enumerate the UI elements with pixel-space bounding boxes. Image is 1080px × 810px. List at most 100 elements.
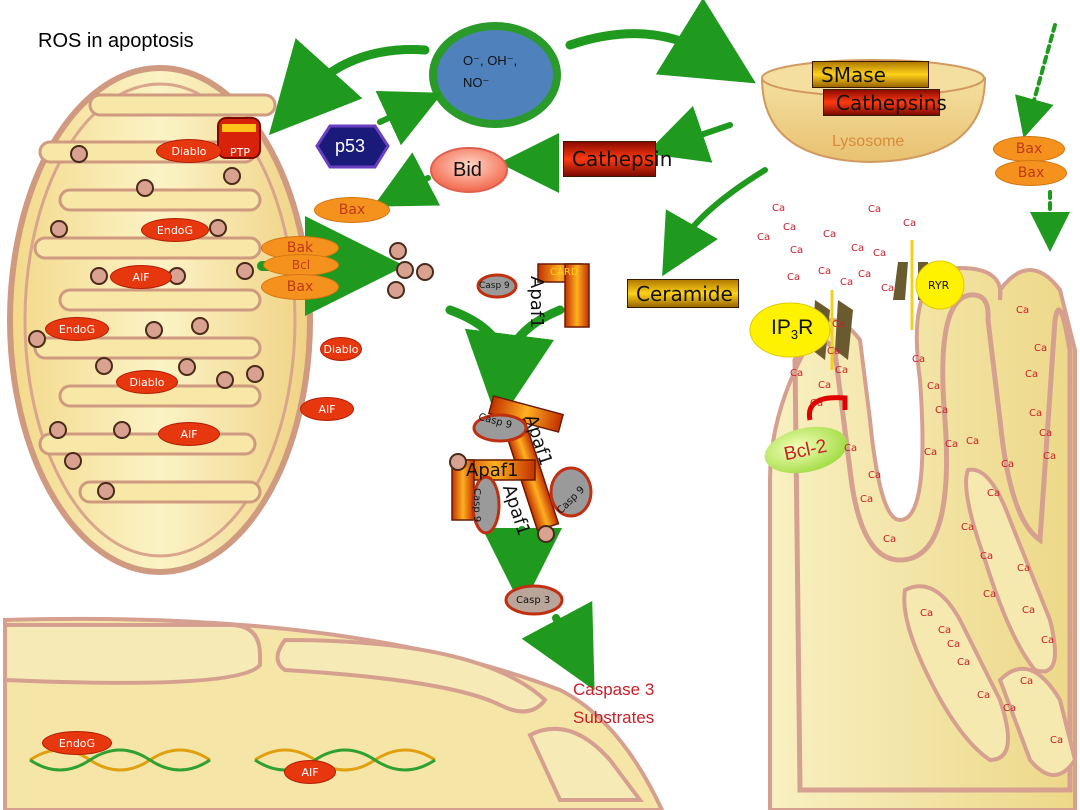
ca-ion-label: Ca: [844, 443, 858, 454]
ca-ion-label: Ca: [1025, 369, 1039, 380]
caspase3-substrates-line2: Substrates: [573, 708, 655, 727]
ca-ion-label: Ca: [1029, 408, 1043, 419]
ca-ion-label: Ca: [1022, 605, 1036, 616]
ca-ion-label: Ca: [903, 218, 917, 229]
ca-ion-label: Ca: [1039, 428, 1053, 439]
ptp-channel: [217, 117, 261, 159]
bcl2-oval: [764, 426, 848, 474]
ca-ion-label: Ca: [935, 405, 949, 416]
bax-upper: Bax: [314, 197, 390, 223]
ca-ion-label: Ca: [947, 639, 961, 650]
cathepsins-label: Cathepsins: [836, 90, 947, 115]
ca-ion-label: Ca: [961, 522, 975, 533]
apaf1-label: Apaf1: [526, 276, 547, 329]
apoptosome-apaf-left: Apaf1: [466, 460, 519, 481]
ca-ion-label: Ca: [1001, 459, 1015, 470]
protein-label: Diablo: [171, 144, 207, 158]
ca-ion-label: Ca: [983, 589, 997, 600]
ca-ion-label: Ca: [957, 657, 971, 668]
protein-label: AIF: [180, 427, 198, 441]
ca-ion-label: Ca: [818, 380, 832, 391]
ca-ion-label: Ca: [1043, 451, 1057, 462]
ca-ion-label: Ca: [1034, 343, 1048, 354]
ros-circle: [429, 22, 561, 128]
bax-right-2: Bax: [995, 160, 1067, 186]
mito-protein-aif-2: AIF: [158, 422, 220, 446]
ca-ion-label: Ca: [920, 608, 934, 619]
protein-label: AIF: [301, 765, 319, 779]
casp9-monomer: [476, 273, 518, 299]
ros-label-line1: O⁻, OH⁻,: [463, 53, 518, 68]
released-diablo: Diablo: [320, 337, 362, 361]
mito-protein-endog-1: EndoG: [141, 218, 209, 242]
ryr-label: RYR: [928, 279, 950, 292]
ca-ion-label: Ca: [927, 381, 941, 392]
apoptosome: [449, 395, 593, 543]
ca-ion-label: Ca: [827, 346, 841, 357]
ca-ion-label: Ca: [868, 204, 882, 215]
casp3-shape: [504, 584, 564, 616]
ca-ion-label: Ca: [790, 368, 804, 379]
ca-ion-label: Ca: [1020, 676, 1034, 687]
protein-label: EndoG: [58, 736, 96, 750]
ca-ion-label: Ca: [818, 266, 832, 277]
protein-label: EndoG: [58, 322, 96, 336]
ca-ion-label: Ca: [858, 269, 872, 280]
cathepsins-bar: Cathepsins: [823, 89, 947, 116]
protein-label: Diablo: [129, 375, 165, 389]
ptp-label: PTP: [230, 146, 250, 159]
nucleus-aif: AIF: [284, 760, 336, 784]
protein-label: AIF: [318, 402, 336, 416]
ca-ion-label: Ca: [987, 488, 1001, 499]
ca-ion-label: Ca: [977, 690, 991, 701]
ip3r-oval: [749, 302, 831, 358]
casp3-label: Casp 3: [516, 595, 551, 606]
ca-ion-label: Ca: [851, 243, 865, 254]
nucleus-endog: EndoG: [42, 731, 112, 755]
p53-label: p53: [335, 136, 366, 156]
smase-bar: SMase: [812, 61, 929, 88]
cathepsin-label: Cathepsin: [572, 147, 673, 171]
ca-ion-label: Ca: [860, 494, 874, 505]
ca-ion-label: Ca: [783, 222, 797, 233]
ca-ion-label: Ca: [980, 551, 994, 562]
lysosome-label: Lysosome: [832, 133, 905, 150]
ca-ion-label: Ca: [790, 245, 804, 256]
cathepsin-bar: Cathepsin: [563, 141, 672, 177]
bid-oval: [430, 147, 508, 193]
ca-ion-label: Ca: [810, 398, 824, 409]
cytochrome-c-dots: [28, 145, 264, 500]
bax-right-1: Bax: [993, 136, 1065, 162]
released-cytochrome-c: [387, 242, 434, 299]
ceramide-label: Ceramide: [636, 281, 733, 306]
mitochondrion: [7, 65, 313, 575]
bcl-label: Bcl: [291, 258, 311, 272]
p53-hexagon: [315, 124, 390, 169]
mito-protein-aif-1: AIF: [110, 265, 172, 289]
bax-right-1-label: Bax: [1015, 141, 1043, 157]
ca-ion-label: Ca: [924, 447, 938, 458]
ca-ion-label: Ca: [1003, 703, 1017, 714]
ca-ion-label: Ca: [1017, 563, 1031, 574]
ca-ion-label: Ca: [757, 232, 771, 243]
ca-ion-label: Ca: [873, 248, 887, 259]
bcl-oval: Bcl: [263, 254, 339, 276]
ca-ion-label: Ca: [912, 354, 926, 365]
ca-ion-label: Ca: [772, 203, 786, 214]
smase-label: SMase: [821, 62, 886, 87]
ca-ion-label: Ca: [938, 625, 952, 636]
ca-ion-label: Ca: [832, 319, 846, 330]
caspase3-substrates-line1: Caspase 3: [573, 680, 655, 699]
mito-protein-endog-2: EndoG: [45, 317, 109, 341]
nucleus: [2, 616, 665, 810]
mito-protein-diablo-2: Diablo: [116, 370, 178, 394]
diagram-title: ROS in apoptosis: [38, 30, 194, 52]
ca-ion-label: Ca: [787, 272, 801, 283]
ip3r-label: IP3R: [771, 316, 814, 343]
ca-ion-label: Ca: [868, 470, 882, 481]
ca-ion-label: Ca: [945, 439, 959, 450]
ca-ion-label: Ca: [966, 436, 980, 447]
ca-ion-label: Ca: [840, 277, 854, 288]
protein-label: EndoG: [156, 223, 194, 237]
